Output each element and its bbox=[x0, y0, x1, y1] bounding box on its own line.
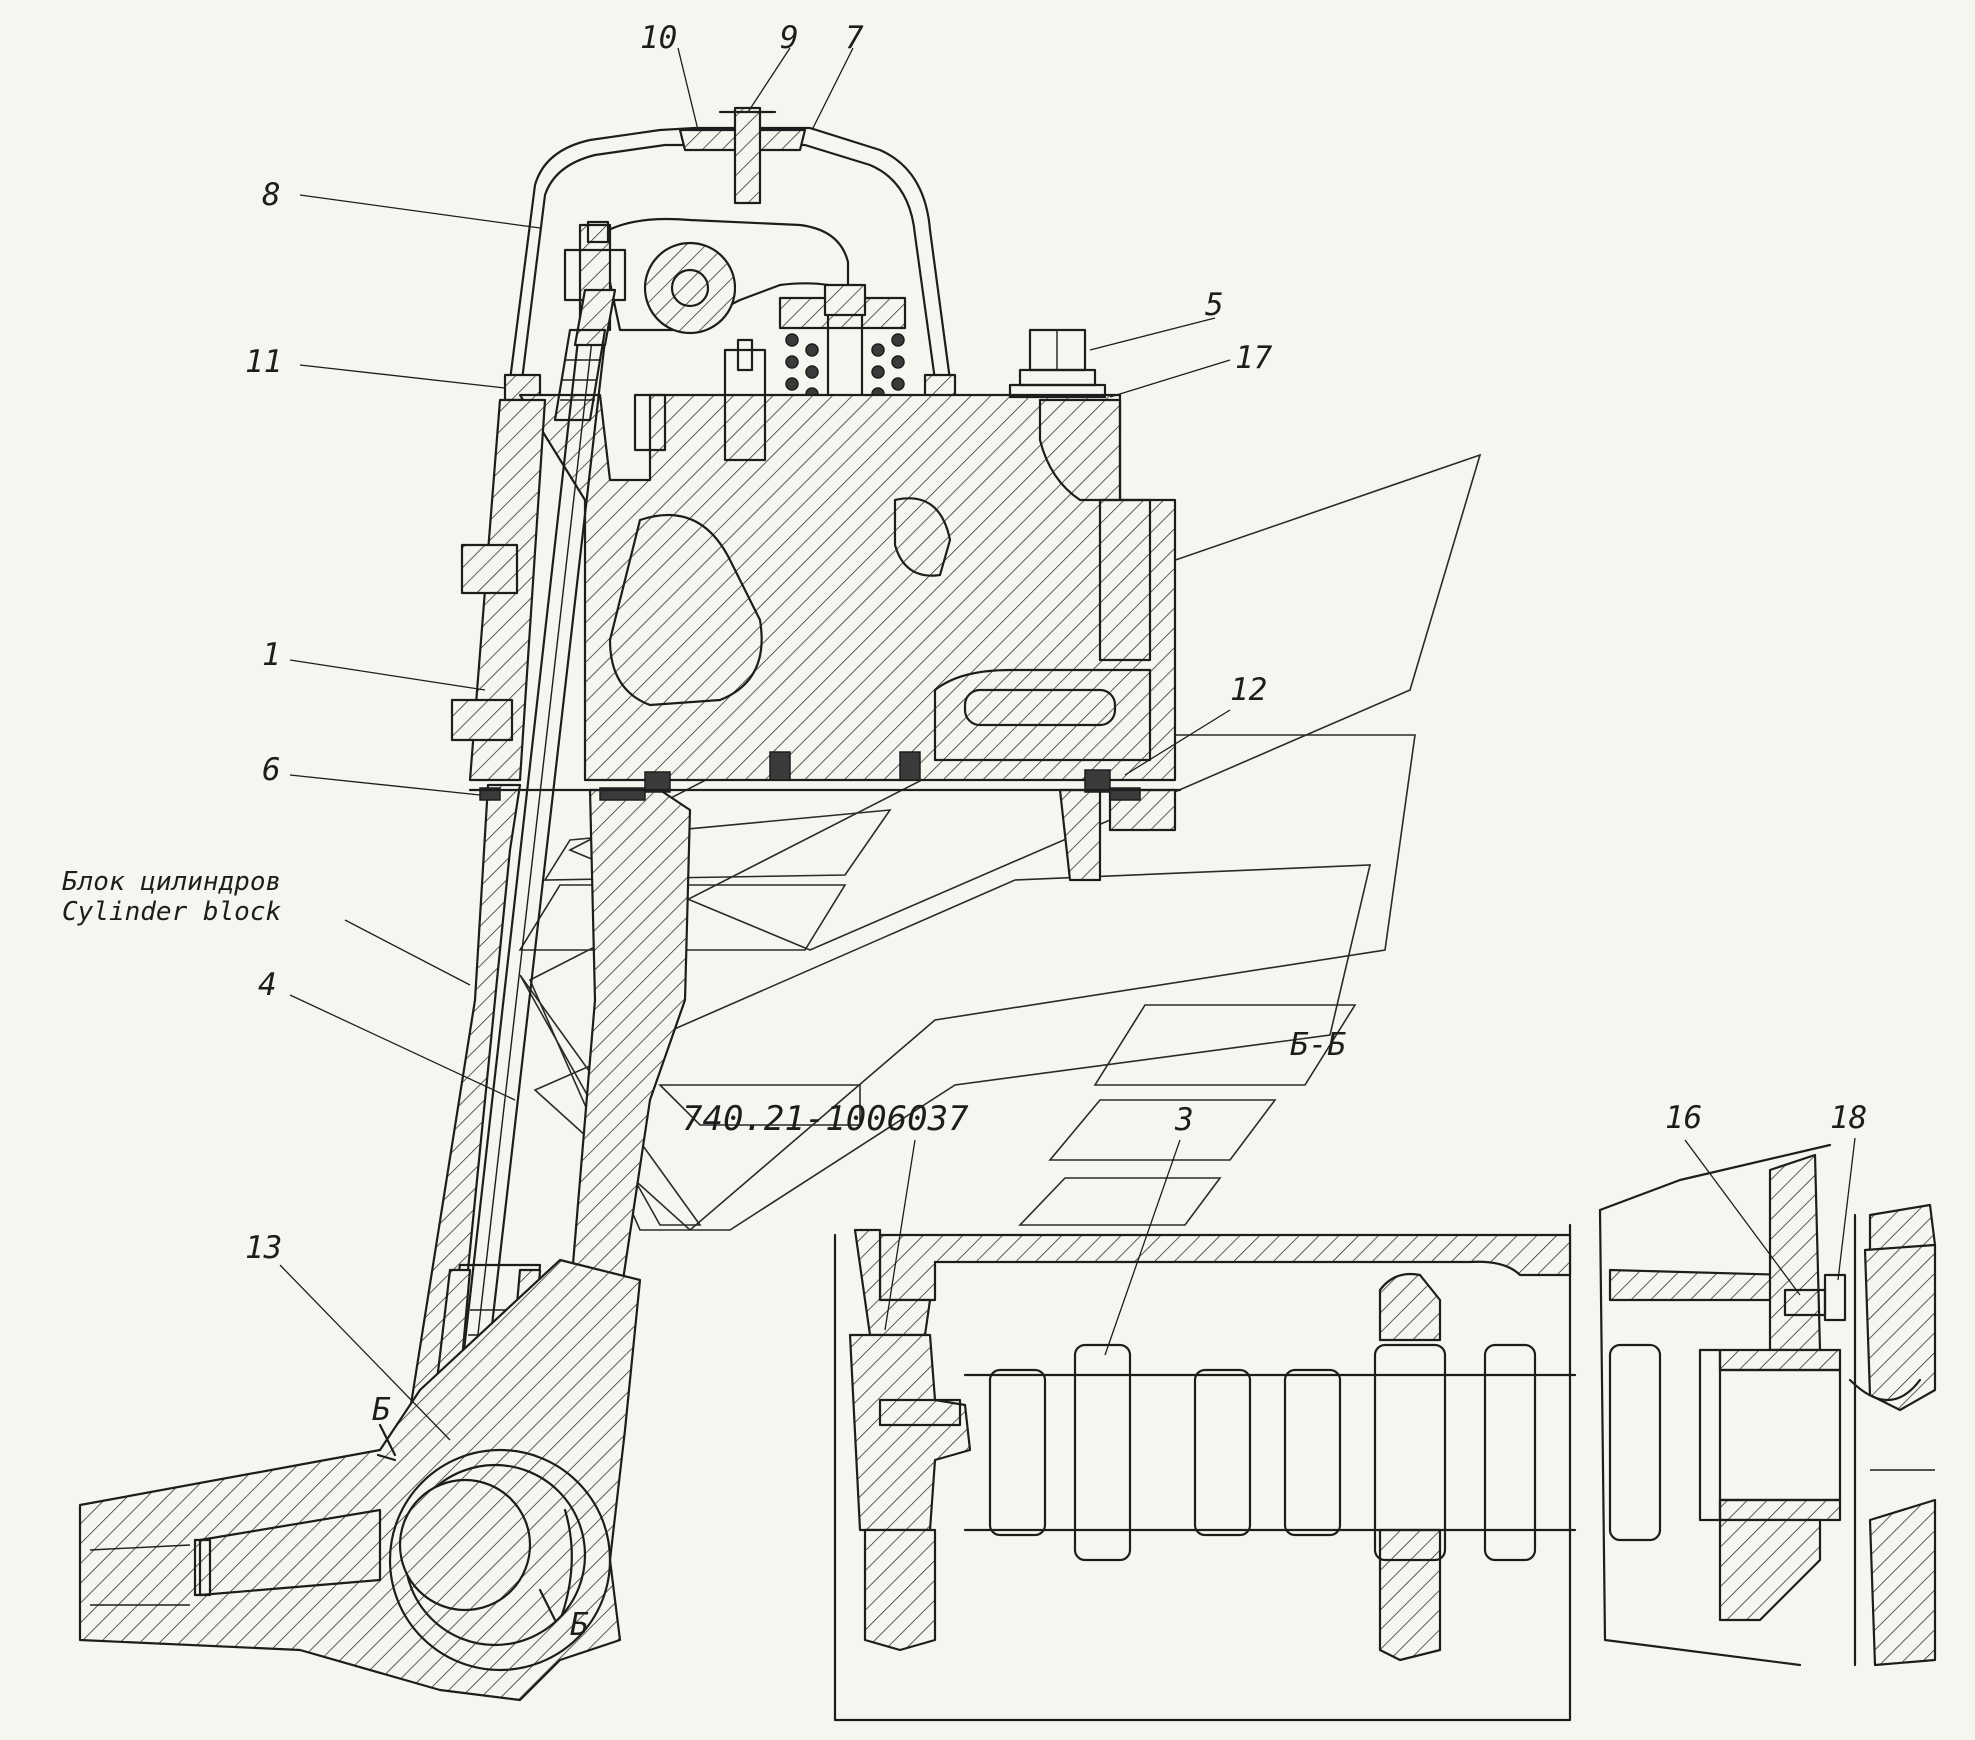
section-mark-bottom: Б bbox=[570, 1607, 589, 1643]
callout-16: 16 bbox=[1665, 1100, 1702, 1136]
callout-18: 18 bbox=[1830, 1100, 1867, 1136]
part-number: 740.21-1006037 bbox=[682, 1099, 969, 1139]
valve-cover bbox=[503, 106, 957, 402]
cylinder-head bbox=[518, 338, 1177, 782]
callout-8: 8 bbox=[262, 177, 281, 213]
callout-1: 1 bbox=[262, 637, 281, 673]
leader-lines bbox=[279, 47, 1856, 1441]
callout-7: 7 bbox=[845, 20, 864, 56]
callout-11: 11 bbox=[245, 344, 282, 380]
block-label-ru: Блок цилиндров bbox=[62, 867, 281, 897]
section-mark-top: Б bbox=[372, 1392, 391, 1428]
section-title: Б-Б bbox=[1290, 1027, 1346, 1063]
callout-13: 13 bbox=[245, 1230, 282, 1266]
block-label-en: Cylinder block bbox=[62, 897, 281, 927]
camshaft-section bbox=[78, 1258, 642, 1702]
callout-5: 5 bbox=[1205, 287, 1224, 323]
callout-9: 9 bbox=[780, 20, 799, 56]
head-gasket bbox=[468, 769, 1182, 801]
callout-4: 4 bbox=[258, 967, 277, 1003]
callout-12: 12 bbox=[1230, 672, 1267, 708]
callout-6: 6 bbox=[262, 752, 281, 788]
callout-10: 10 bbox=[640, 20, 677, 56]
head-bolt bbox=[1008, 328, 1107, 399]
callout-3: 3 bbox=[1174, 1102, 1194, 1138]
callout-labels: 10 9 7 8 5 17 11 1 12 6 4 13 3 16 18 bbox=[245, 20, 1867, 1266]
callout-17: 17 bbox=[1235, 340, 1273, 376]
section-bb bbox=[833, 1143, 1937, 1722]
block-label: Блок цилиндров Cylinder block bbox=[62, 867, 281, 927]
